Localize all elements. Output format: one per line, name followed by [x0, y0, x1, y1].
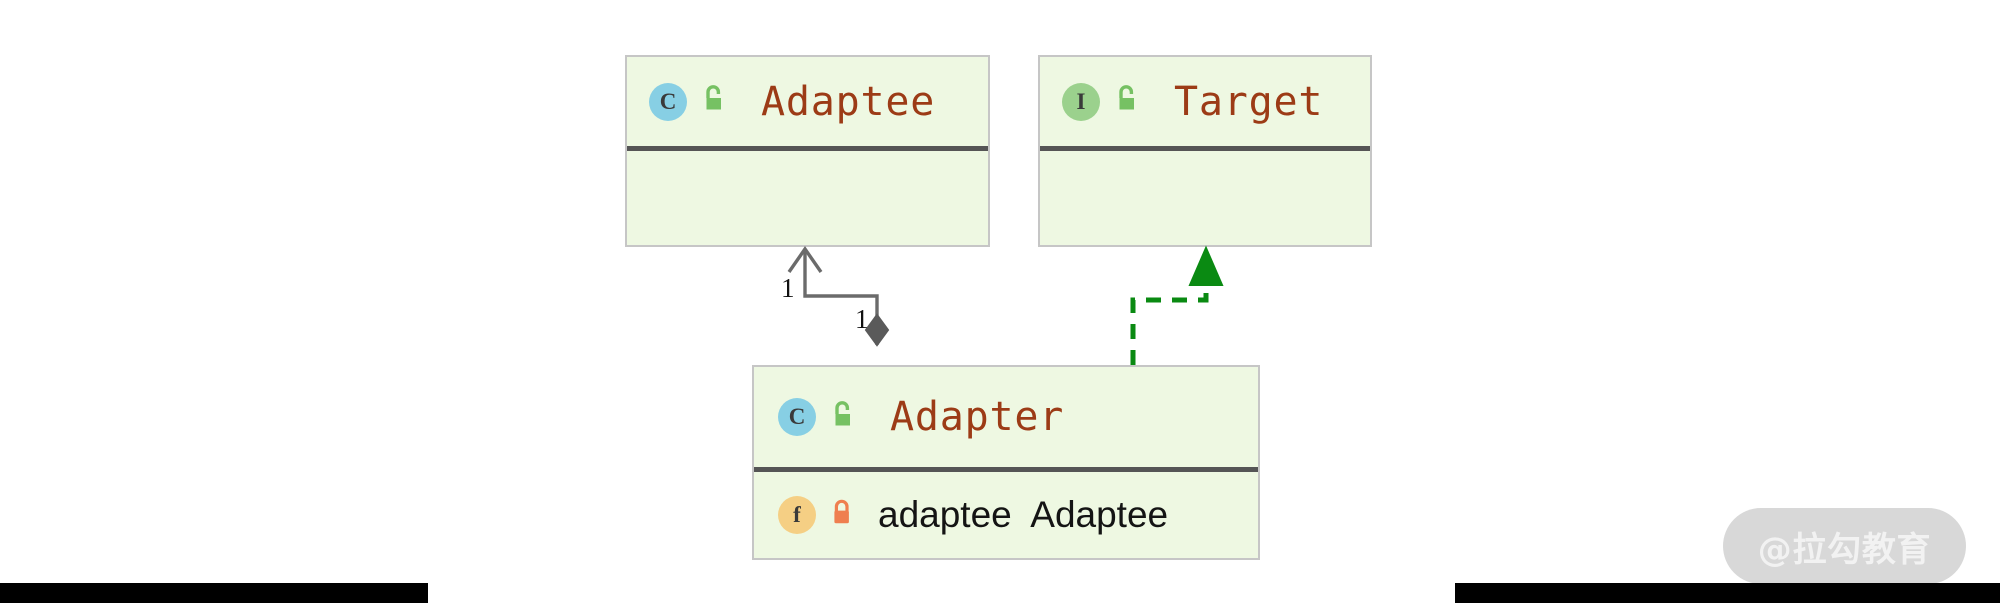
class-name-adapter: Adapter [890, 394, 1065, 440]
class-stereotype-badge: C [649, 82, 687, 121]
lock-icon [830, 498, 854, 533]
interface-stereotype-badge: I [1062, 82, 1100, 121]
multiplicity-target-end: 1 [781, 273, 795, 303]
class-members-adapter: f adaptee Adaptee [754, 472, 1258, 558]
unlock-icon [828, 400, 856, 435]
field-signature-adaptee: adaptee Adaptee [878, 494, 1169, 535]
class-members-target [1040, 151, 1370, 245]
uml-class-adapter[interactable]: C Adapter f adaptee Adaptee [752, 365, 1260, 560]
unlock-icon [699, 84, 727, 119]
member-row-adaptee[interactable]: f adaptee Adaptee [778, 494, 1168, 536]
class-members-adaptee [627, 151, 988, 245]
connector-realization [1130, 245, 1224, 365]
field-stereotype-badge: f [778, 496, 816, 534]
connector-aggregation [787, 246, 890, 347]
class-separator [754, 467, 1258, 472]
unlock-icon [1112, 84, 1140, 119]
class-separator [627, 146, 988, 151]
watermark-text: @拉勾教育 [1757, 529, 1932, 570]
class-header-target: I Target [1040, 57, 1370, 146]
class-separator [1040, 146, 1370, 151]
multiplicity-source-end: 1 [855, 304, 869, 334]
letterbox-bar-right [1455, 583, 2000, 603]
class-header-adapter: C Adapter [754, 367, 1258, 467]
interface-name-target: Target [1174, 78, 1324, 125]
class-header-adaptee: C Adaptee [627, 57, 988, 146]
class-name-adaptee: Adaptee [761, 78, 936, 125]
watermark: @拉勾教育 [1723, 508, 1966, 584]
uml-interface-target[interactable]: I Target [1038, 55, 1372, 247]
letterbox-bar-left [0, 583, 428, 603]
class-stereotype-badge: C [778, 398, 816, 436]
uml-class-adaptee[interactable]: C Adaptee [625, 55, 990, 247]
